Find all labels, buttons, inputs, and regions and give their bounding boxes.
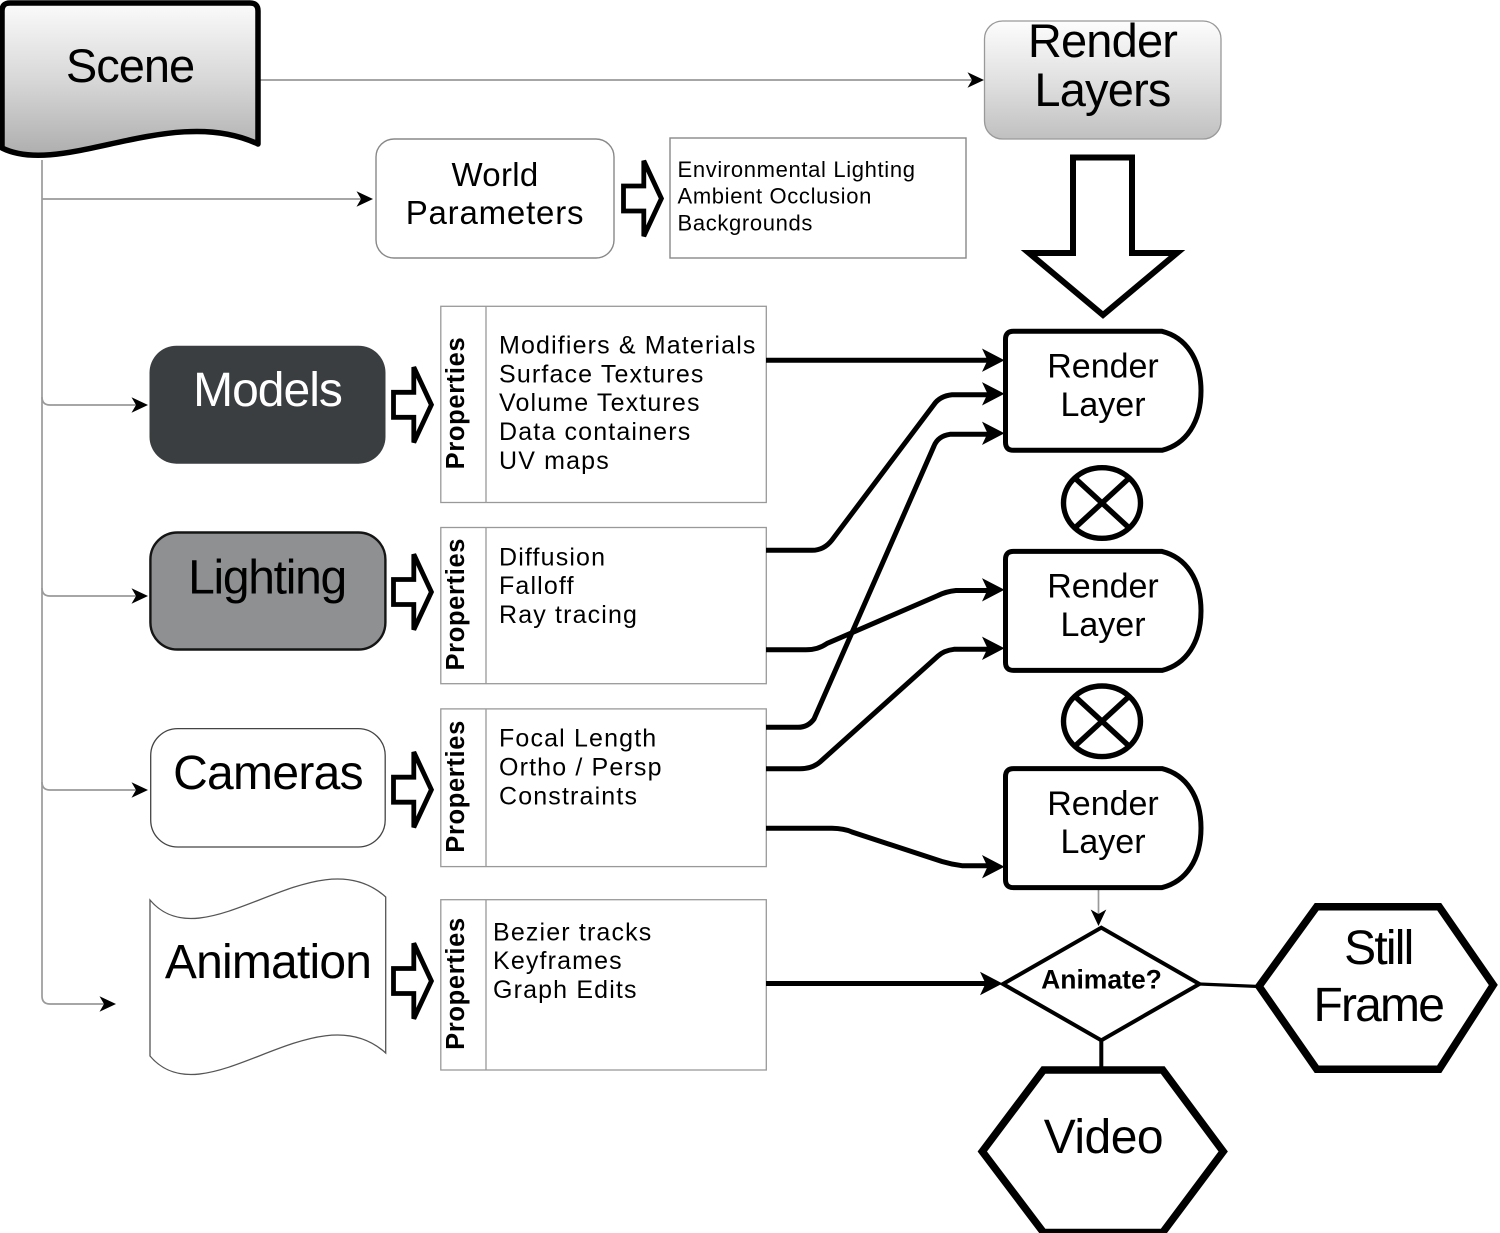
svg-text:Falloff: Falloff xyxy=(499,572,575,600)
svg-text:Parameters: Parameters xyxy=(406,194,585,231)
svg-text:Animate?: Animate? xyxy=(1041,965,1162,995)
svg-text:Animation: Animation xyxy=(165,936,371,989)
svg-text:Layers: Layers xyxy=(1034,63,1170,116)
svg-text:Keyframes: Keyframes xyxy=(493,947,623,975)
svg-text:Constraints: Constraints xyxy=(499,782,638,810)
svg-text:World: World xyxy=(451,156,538,193)
svg-text:Render: Render xyxy=(1047,568,1159,606)
svg-text:Render: Render xyxy=(1028,14,1177,67)
svg-text:Render: Render xyxy=(1047,785,1159,823)
svg-text:Frame: Frame xyxy=(1313,979,1443,1032)
svg-text:Graph Edits: Graph Edits xyxy=(493,976,638,1004)
svg-text:UV maps: UV maps xyxy=(499,447,610,475)
svg-text:Backgrounds: Backgrounds xyxy=(678,210,814,235)
svg-text:Modifiers & Materials: Modifiers & Materials xyxy=(499,332,757,360)
svg-text:Ambient Occlusion: Ambient Occlusion xyxy=(678,184,872,209)
svg-text:Bezier tracks: Bezier tracks xyxy=(493,918,652,946)
svg-text:Diffusion: Diffusion xyxy=(499,543,606,571)
svg-text:Lighting: Lighting xyxy=(188,552,346,605)
svg-text:Properties: Properties xyxy=(442,538,470,671)
svg-text:Environmental Lighting: Environmental Lighting xyxy=(678,157,916,182)
svg-text:Properties: Properties xyxy=(442,337,470,470)
svg-text:Render: Render xyxy=(1047,348,1159,386)
svg-text:Video: Video xyxy=(1044,1111,1163,1164)
svg-text:Properties: Properties xyxy=(442,917,470,1050)
svg-text:Layer: Layer xyxy=(1060,823,1145,861)
svg-text:Surface Textures: Surface Textures xyxy=(499,360,705,388)
svg-text:Focal Length: Focal Length xyxy=(499,725,657,753)
svg-text:Ortho / Persp: Ortho / Persp xyxy=(499,754,663,782)
svg-text:Models: Models xyxy=(193,364,342,417)
svg-text:Properties: Properties xyxy=(442,720,470,853)
svg-text:Layer: Layer xyxy=(1060,606,1145,644)
svg-text:Data containers: Data containers xyxy=(499,418,691,446)
svg-text:Cameras: Cameras xyxy=(173,747,363,800)
svg-text:Ray tracing: Ray tracing xyxy=(499,601,638,629)
svg-text:Scene: Scene xyxy=(66,39,194,92)
svg-text:Still: Still xyxy=(1344,922,1412,975)
svg-text:Layer: Layer xyxy=(1060,386,1145,424)
svg-text:Volume Textures: Volume Textures xyxy=(499,389,701,417)
